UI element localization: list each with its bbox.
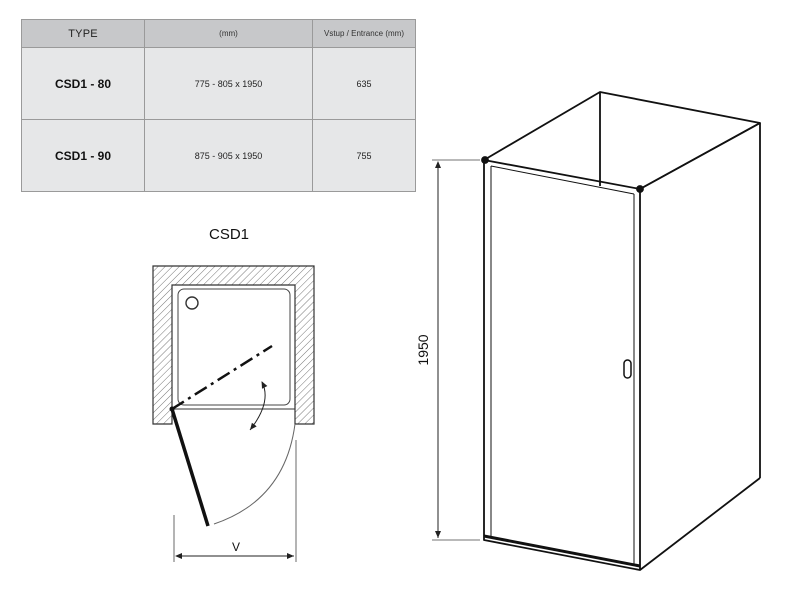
door-frame: [483, 160, 641, 571]
hinge-top: [481, 156, 489, 164]
door-top-edge: [490, 165, 635, 195]
shower-tray: [177, 288, 291, 406]
entrance-label: V: [232, 540, 240, 554]
side-wall: [639, 122, 761, 571]
table-row: CSD1 - 90 875 - 905 x 1950 755: [21, 119, 416, 192]
elevation-view: [432, 91, 761, 571]
door-handle: [623, 359, 632, 379]
door-bottom-seal: [483, 534, 641, 568]
wall-hatch: [152, 265, 315, 425]
header-entrance: Vstup / Entrance (mm): [312, 19, 416, 48]
table-row: CSD1 - 80 775 - 805 x 1950 635: [21, 47, 416, 120]
plan-view: V: [152, 265, 315, 562]
entrance-cell: 755: [312, 119, 416, 192]
spec-table: TYPE (mm) Vstup / Entrance (mm) CSD1 - 8…: [21, 19, 416, 192]
hinge-point: [169, 406, 175, 412]
door-panel: [170, 408, 210, 527]
header-type: TYPE: [21, 19, 145, 48]
swing-arc: [213, 423, 296, 525]
size-cell: 775 - 805 x 1950: [144, 47, 313, 120]
rotation-arrow-icon: [249, 381, 268, 431]
hinge-top-right: [636, 185, 644, 193]
enclosure-top: [483, 91, 761, 190]
type-cell: CSD1 - 90: [21, 119, 145, 192]
size-cell: 875 - 905 x 1950: [144, 119, 313, 192]
type-cell: CSD1 - 80: [21, 47, 145, 120]
table-header-row: TYPE (mm) Vstup / Entrance (mm): [21, 19, 416, 48]
plan-title: CSD1: [208, 226, 249, 243]
drain-icon: [185, 296, 199, 310]
height-label: 1950: [415, 334, 431, 365]
door-centerline: [171, 344, 273, 411]
